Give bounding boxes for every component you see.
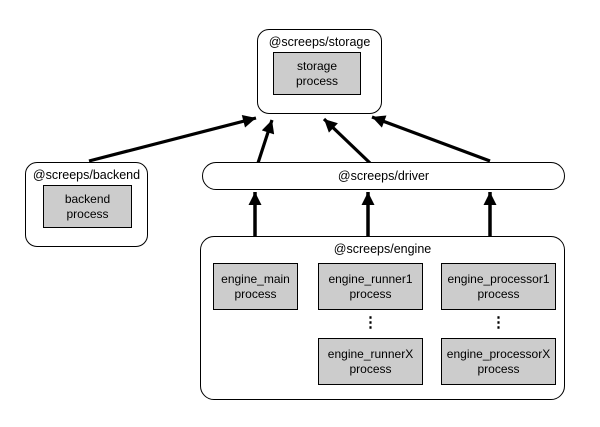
node-backend-title: @screeps/backend — [32, 168, 141, 182]
engine-processor1-process-box: engine_processor1 process — [441, 263, 556, 310]
engine-runner1-process-box: engine_runner1 process — [318, 263, 423, 310]
storage-process-box: storage process — [273, 52, 361, 95]
edge-backend-to-storage — [88, 114, 257, 163]
backend-process-box: backend process — [43, 185, 132, 228]
edge-driver-to-storage-left — [256, 119, 275, 164]
edge-driver-to-storage-middle — [322, 117, 372, 165]
node-driver-title: @screeps/driver — [337, 169, 430, 183]
engine-processorX-process-box: engine_processorX process — [441, 338, 556, 385]
node-engine-title: @screeps/engine — [333, 242, 432, 256]
engine-main-process-box: engine_main process — [213, 263, 298, 310]
engine-runnerX-process-box: engine_runnerX process — [318, 338, 423, 385]
runner-ellipsis: ⋮ — [363, 314, 378, 331]
node-driver: @screeps/driver — [202, 162, 565, 190]
processor-ellipsis: ⋮ — [491, 314, 506, 331]
edge-driver-to-storage-right — [371, 115, 491, 163]
node-storage-title: @screeps/storage — [268, 35, 371, 49]
